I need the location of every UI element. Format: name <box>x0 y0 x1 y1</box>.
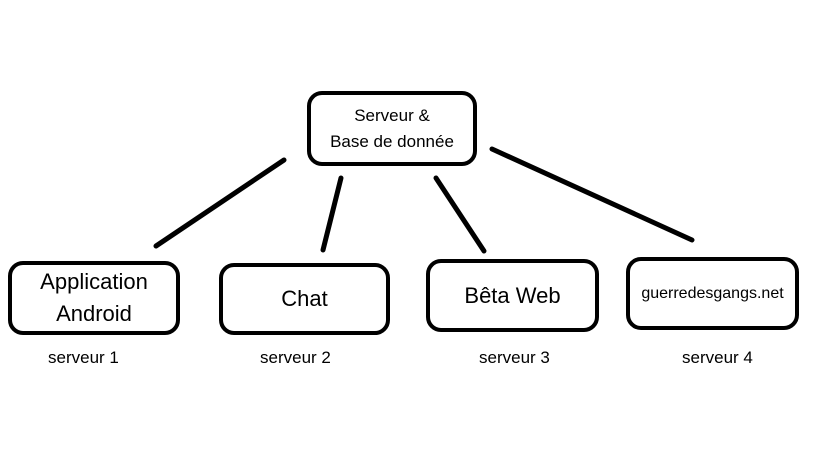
connector-root-to-node-4 <box>489 146 695 243</box>
node-3-label: Bêta Web <box>464 282 561 308</box>
node-1-label-line-2: Android <box>56 301 132 326</box>
caption-server-1: serveur 1 <box>48 348 119 367</box>
caption-server-4: serveur 4 <box>682 348 753 367</box>
node-4-label: guerredesgangs.net <box>641 284 784 302</box>
node-application-android: Application Android <box>8 261 180 335</box>
node-beta-web: Bêta Web <box>426 259 599 332</box>
connector-root-to-node-3 <box>433 175 487 254</box>
connector-root-to-node-2 <box>320 175 344 253</box>
node-chat: Chat <box>219 263 390 335</box>
node-2-label: Chat <box>281 286 328 311</box>
caption-server-3: serveur 3 <box>479 348 550 367</box>
connector-root-to-node-1 <box>153 157 287 249</box>
root-node-label-line-2: Base de donnée <box>330 131 454 151</box>
node-1-label-line-1: Application <box>40 269 148 294</box>
root-node-server-database: Serveur & Base de donnée <box>307 91 477 166</box>
node-guerredesgangs: guerredesgangs.net <box>626 257 799 330</box>
caption-server-2: serveur 2 <box>260 348 331 367</box>
root-node-label-line-1: Serveur & <box>354 105 430 125</box>
